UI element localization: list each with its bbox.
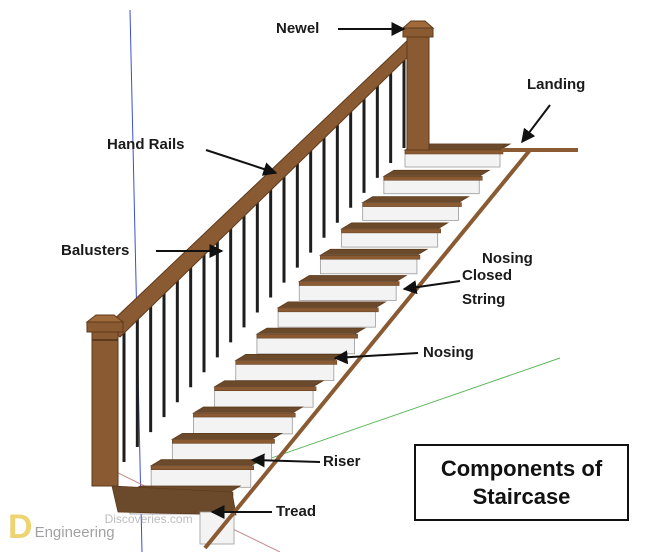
- label-tread: Tread: [276, 503, 317, 520]
- label-nosing: Nosing: [423, 344, 474, 361]
- step-nosing: [277, 307, 379, 313]
- watermark-logo: D Discoveries.com Engineering: [8, 510, 193, 544]
- label-hand-rails: Hand Rails: [107, 136, 185, 153]
- label-arrows: [156, 22, 551, 519]
- newel-post-bottom: [91, 327, 119, 487]
- closed-string-arrow-icon: [402, 280, 461, 295]
- label-string: String: [462, 291, 506, 308]
- step-nosing: [298, 281, 400, 286]
- bottom-tread: [111, 485, 237, 516]
- step-tread: [361, 196, 470, 204]
- step-nosing: [172, 439, 275, 444]
- newel-cap-bottom: [86, 321, 124, 333]
- step-nosing: [256, 333, 358, 339]
- step-nosing: [214, 386, 317, 392]
- title-line-1: Components of: [440, 456, 603, 481]
- guide-line-blue: [129, 9, 143, 552]
- step-tread: [213, 380, 325, 388]
- step-nosing: [362, 202, 462, 207]
- label-closed: Closed: [462, 267, 513, 284]
- step-tread: [276, 301, 387, 309]
- step-tread: [234, 354, 346, 361]
- newel-post-top: [406, 35, 430, 151]
- step-tread: [149, 459, 263, 467]
- label-nosing-top: Nosing: [482, 250, 533, 267]
- step-nosing: [235, 360, 338, 365]
- step-nosing: [193, 412, 296, 418]
- step-nosing: [341, 228, 441, 234]
- watermark-brand: Engineering: [34, 523, 115, 541]
- riser-arrow-icon: [250, 453, 321, 468]
- label-newel: Newel: [276, 20, 320, 37]
- title-line-2: Staircase: [472, 483, 571, 509]
- step-tread: [382, 169, 491, 177]
- label-riser: Riser: [323, 453, 361, 470]
- step-tread: [192, 406, 304, 414]
- logo-icon: D: [8, 508, 33, 546]
- watermark-site: Discoveries.com: [104, 511, 193, 526]
- closed-string: [203, 148, 532, 550]
- label-balusters: Balusters: [61, 242, 130, 259]
- newel-cap-top: [402, 27, 434, 38]
- landing-arrow-icon: [521, 104, 551, 144]
- step-tread: [340, 222, 450, 230]
- step-nosing: [320, 254, 421, 260]
- step-nosing: [383, 176, 483, 181]
- step-tread: [318, 248, 429, 256]
- title-box: Components of Staircase: [414, 444, 629, 521]
- step-nosing: [150, 465, 255, 470]
- hand-rail-group: [85, 20, 435, 487]
- label-landing: Landing: [527, 76, 586, 93]
- nosing-arrow-icon: [333, 350, 419, 365]
- newel-top-bottom: [85, 314, 125, 323]
- balusters-group: [122, 55, 406, 462]
- step-tread: [297, 275, 408, 282]
- step-tread: [170, 432, 283, 440]
- hand-rails-arrow-icon: [205, 149, 278, 176]
- stair-steps: [111, 143, 578, 550]
- step-tread: [255, 327, 367, 335]
- newel-top-top: [401, 20, 435, 29]
